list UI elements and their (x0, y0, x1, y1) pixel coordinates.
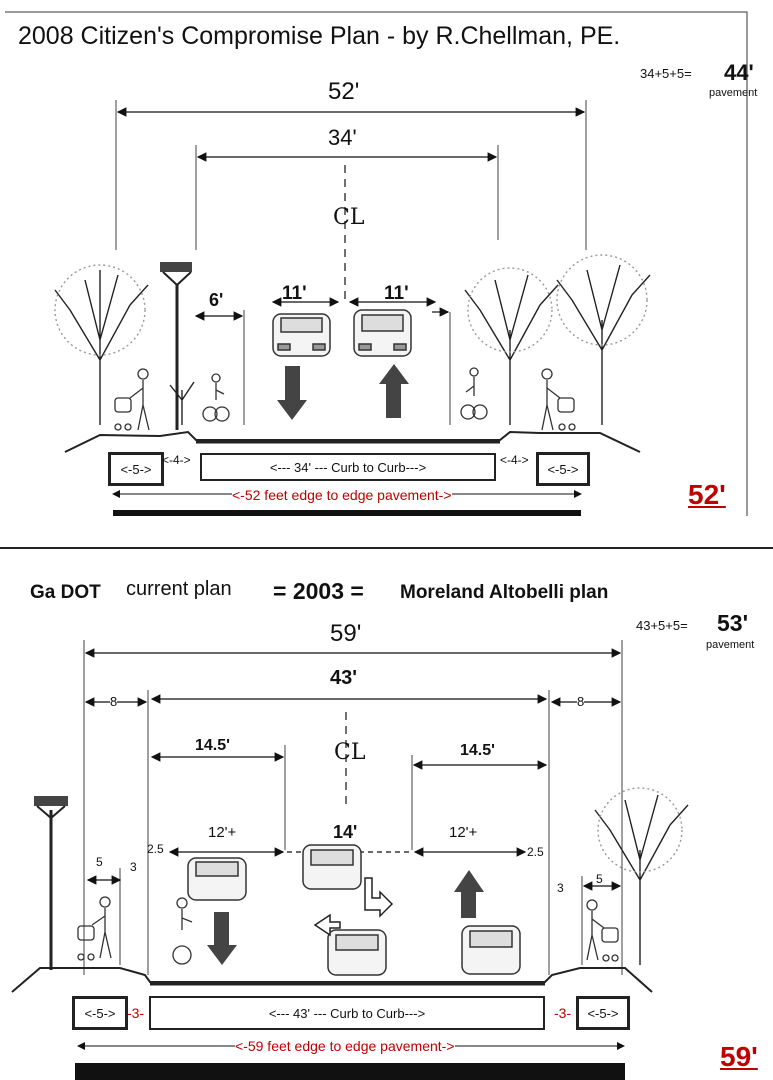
ground-bottom (11, 967, 653, 993)
dim-gutter-right: 2.5 (527, 845, 544, 859)
dim-gutter-left: 2.5 (147, 842, 164, 856)
buffer-right-bottom: -3- (554, 1005, 572, 1021)
buffer-right-top: <-4-> (500, 453, 529, 467)
pavement-bar-top (113, 510, 581, 516)
dim-half-right: 14.5' (460, 742, 495, 759)
total-badge-top: 52' (688, 479, 726, 510)
top-pavement-total: 44' (724, 60, 754, 85)
dim-side-right: 8 (577, 694, 585, 709)
bottom-title-current: current plan (126, 578, 232, 600)
streetlight-top (160, 262, 192, 430)
dim-half-left: 14.5' (195, 737, 230, 754)
buffer-left-top: <-4-> (162, 453, 191, 467)
dim-bike-label: 6' (209, 290, 224, 310)
trees-top (54, 254, 651, 425)
buffer-left-bottom: -3- (127, 1005, 145, 1021)
pavement-bar-bottom (75, 1063, 625, 1080)
dim-lane-left-top: 11' (282, 283, 307, 304)
dim-lane-right-bottom: 12'+ (449, 824, 478, 841)
cars-bottom (187, 844, 521, 976)
cars-top (272, 309, 412, 357)
bottom-title-year: = 2003 = (273, 578, 364, 604)
sidewalk-left-top: <-5-> (108, 452, 164, 486)
curb-to-curb-top: <--- 34' --- Curb to Curb---> (200, 453, 496, 481)
dim-lane-right-top: 11' (384, 283, 409, 304)
curb-to-curb-bottom: <--- 43' --- Curb to Curb---> (149, 996, 545, 1030)
traffic-arrows-top (277, 364, 409, 420)
bottom-title-gadot: Ga DOT (30, 582, 101, 603)
dim-walk-right: 5 (596, 872, 603, 886)
dim-side-left: 8 (110, 694, 118, 709)
dim-walk-left: 5 (96, 855, 103, 869)
dim-43-label: 43' (330, 667, 358, 689)
top-pavement-formula: 34+5+5= (640, 66, 692, 81)
edge-to-edge-top: <-52 feet edge to edge pavement-> (232, 487, 452, 503)
sidewalk-right-bottom: <-5-> (576, 996, 630, 1030)
edge-to-edge-bottom: <-59 feet edge to edge pavement-> (235, 1038, 455, 1054)
top-title: 2008 Citizen's Compromise Plan - by R.Ch… (18, 22, 621, 50)
turn-arrows-bottom (313, 877, 394, 937)
dim-lane-left-bottom: 12'+ (208, 824, 237, 841)
dim-buf-left: 3 (130, 860, 137, 874)
pedestrians-top (114, 367, 576, 431)
centerline-symbol-bottom: CL (334, 740, 366, 765)
sidewalk-left-bottom: <-5-> (72, 996, 128, 1030)
bottom-pavement-label: pavement (706, 639, 755, 651)
bottom-title-plan: Moreland Altobelli plan (400, 582, 609, 603)
total-badge-bottom: 59' (720, 1041, 758, 1072)
centerline-symbol-top: CL (333, 205, 365, 230)
dim-59-label: 59' (330, 620, 362, 647)
trees-bottom (594, 787, 689, 965)
ground-top (64, 430, 641, 453)
traffic-arrows-bottom (207, 870, 484, 965)
pedestrians-bottom (77, 896, 619, 965)
bottom-pavement-total: 53' (717, 610, 749, 636)
dim-34-label: 34' (328, 125, 357, 150)
streetlight-bottom (34, 796, 68, 970)
bottom-pavement-formula: 43+5+5= (636, 618, 688, 633)
top-panel-frame (0, 11, 773, 549)
dim-buf-right: 3 (557, 881, 564, 895)
sidewalk-right-top: <-5-> (536, 452, 590, 486)
dim-52-label: 52' (328, 78, 360, 105)
dim-center-bottom: 14' (333, 822, 358, 842)
top-pavement-label: pavement (709, 87, 758, 99)
